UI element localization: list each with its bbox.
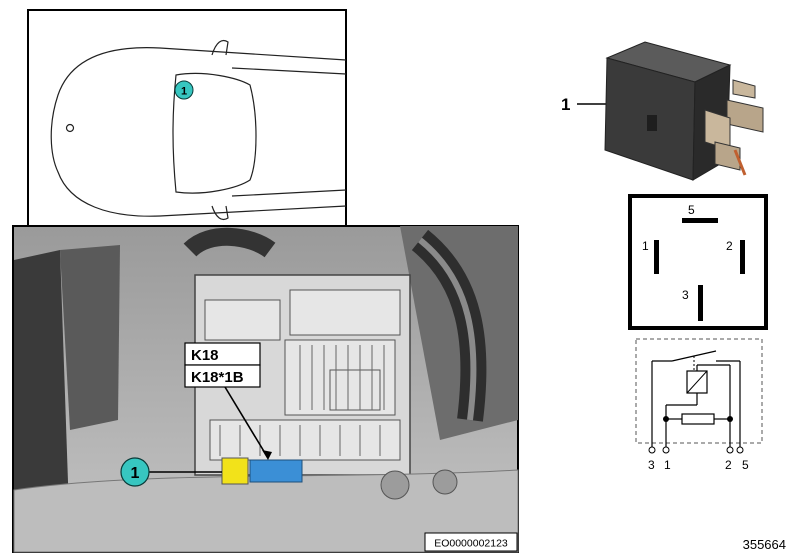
connector-yellow <box>221 457 249 485</box>
car-callout-number: 1 <box>181 86 187 98</box>
pin-layout-diagram: 5 1 2 3 <box>628 194 768 330</box>
pin-5-bar <box>682 218 718 223</box>
photo-callout-number: 1 <box>131 465 140 482</box>
label-k18: K18 <box>191 347 219 364</box>
schematic-dashed-frame <box>635 338 763 444</box>
windshield-outline <box>172 72 257 194</box>
pin-5-label: 5 <box>688 203 695 217</box>
resistor-symbol <box>681 413 715 425</box>
terminal-2-node <box>726 446 734 454</box>
reference-code: EO0000002123 <box>434 538 508 550</box>
connector-blue <box>249 459 303 483</box>
car-location-diagram: 1 <box>27 9 347 245</box>
car-diagram-frame <box>27 9 347 245</box>
pin-3-label: 3 <box>682 288 689 302</box>
pin-1-bar <box>654 240 659 274</box>
terminal-5-label: 5 <box>742 458 749 472</box>
reference-code-box <box>424 532 518 552</box>
relay-terminal <box>726 99 764 133</box>
pin-1-label: 1 <box>642 239 649 253</box>
relay-callout-number: 1 <box>561 95 570 114</box>
figure-number: 355664 <box>742 537 786 552</box>
mirror-left <box>211 39 229 56</box>
mirror-right <box>211 205 229 221</box>
terminal-3-node <box>648 446 656 454</box>
pin-2-bar <box>740 240 745 274</box>
filler-cap-icon <box>65 123 75 133</box>
pin-3-bar <box>698 285 703 321</box>
junction-dot <box>663 416 669 422</box>
relay-schematic: 3 1 2 5 <box>635 338 763 472</box>
photo-callout-marker <box>120 457 150 487</box>
side-window-upper <box>231 67 347 75</box>
terminal-3-label: 3 <box>648 458 655 472</box>
terminal-1-node <box>662 446 670 454</box>
side-window-lower <box>231 189 347 197</box>
junction-dot <box>727 416 733 422</box>
terminal-2-label: 2 <box>725 458 732 472</box>
label-box-k18-1b <box>184 364 261 388</box>
terminal-5-node <box>736 446 744 454</box>
relay-illustration: 1 <box>561 41 764 181</box>
car-callout-marker <box>174 80 194 100</box>
pin-2-label: 2 <box>726 239 733 253</box>
leader-line-label <box>224 386 269 459</box>
engine-bay-photo: K18 K18*1B 1 EO0000002123 <box>12 225 519 553</box>
terminal-1-label: 1 <box>664 458 671 472</box>
car-body-outline <box>50 47 347 217</box>
label-k18-1b: K18*1B <box>191 369 244 386</box>
